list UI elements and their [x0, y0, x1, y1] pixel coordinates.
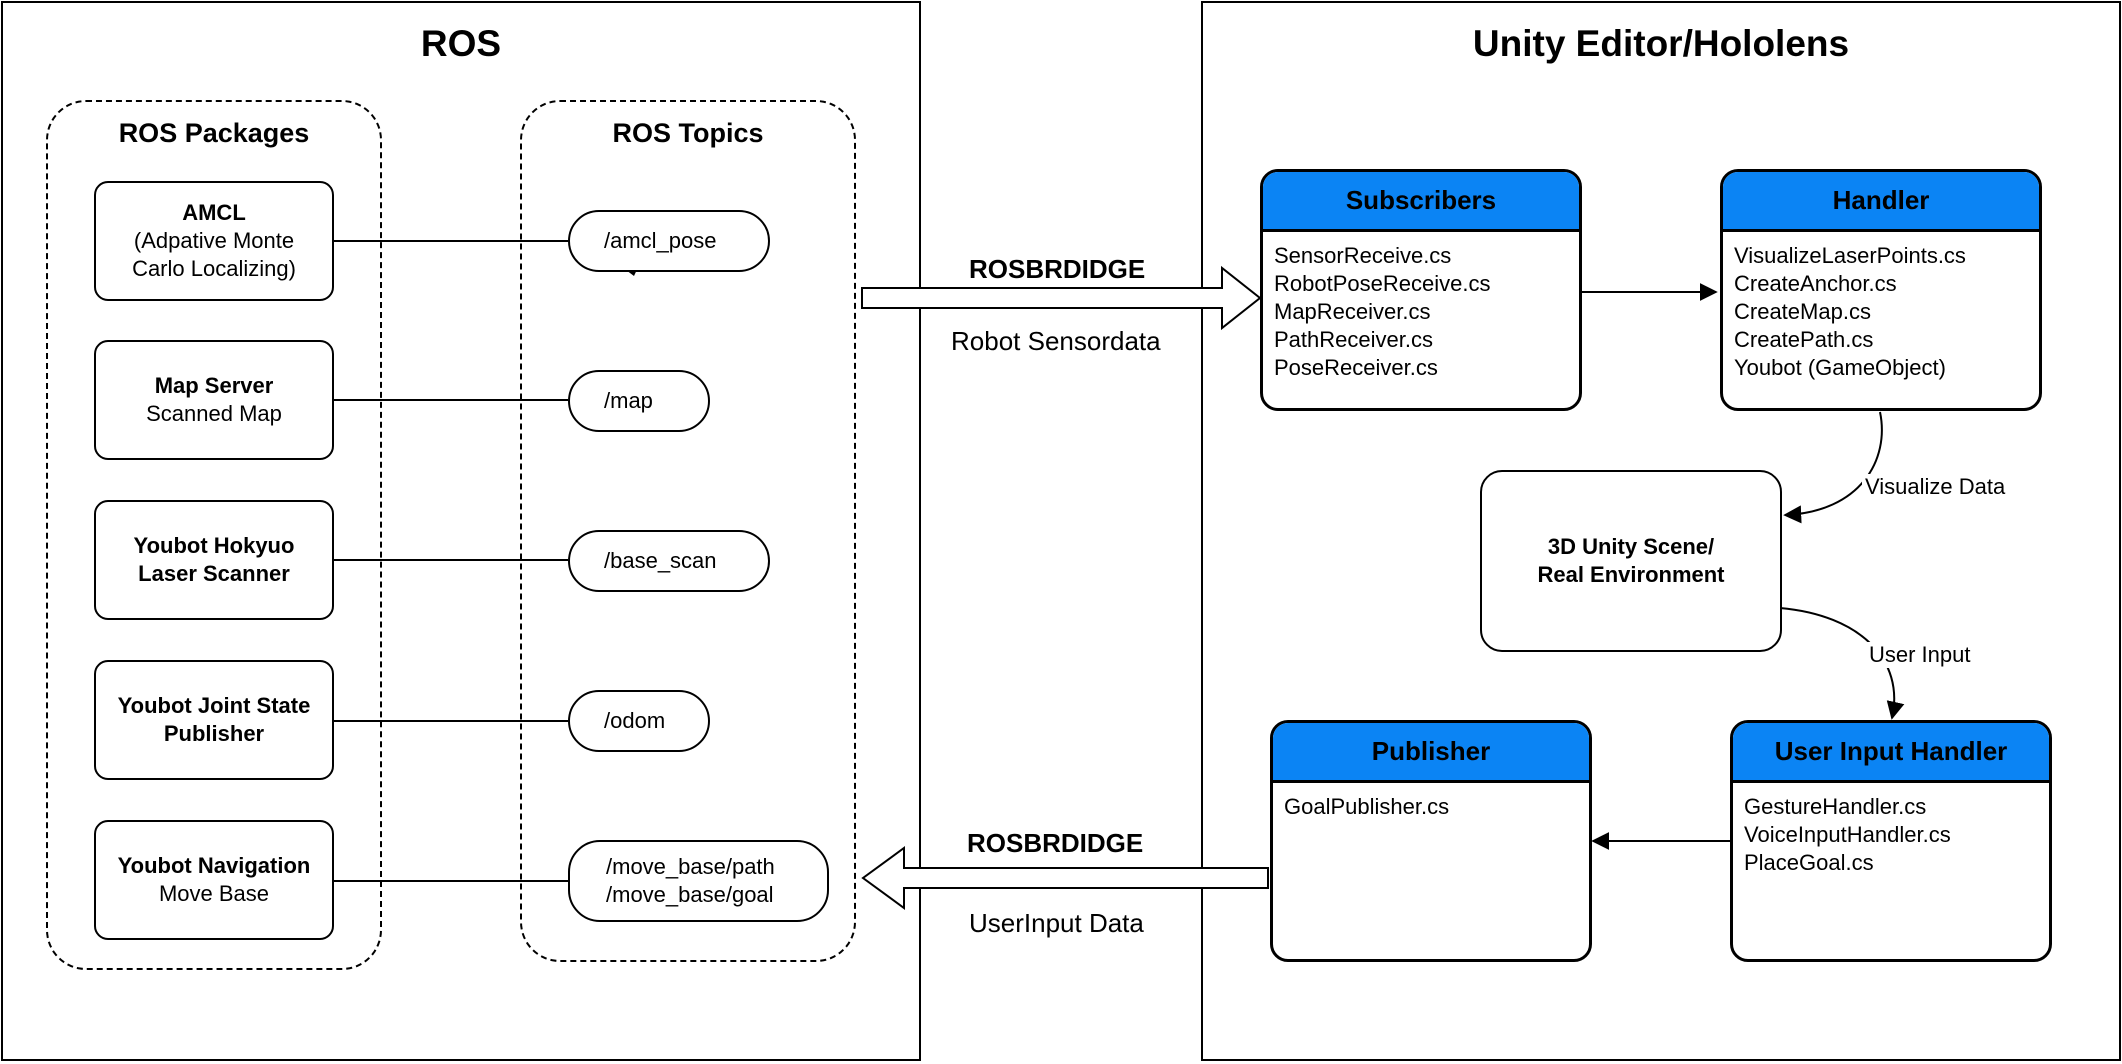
package-joint-state: Youbot Joint State Publisher — [94, 660, 334, 780]
package-laser-scanner-name: Youbot Hokyuo — [133, 533, 295, 558]
edge-label-user-input: User Input — [1866, 642, 1974, 668]
package-navigation-name: Youbot Navigation — [117, 853, 311, 878]
package-map-server-desc: Scanned Map — [146, 401, 282, 426]
bridge-bottom-arrow — [861, 846, 1269, 910]
bridge-top-arrow — [861, 265, 1262, 331]
ros-panel-title: ROS — [420, 23, 502, 64]
subscribers-card: Subscribers SensorReceive.cs RobotPoseRe… — [1260, 169, 1582, 411]
publisher-item: GoalPublisher.cs — [1284, 794, 1450, 819]
package-amcl-desc: (Adpative Monte — [133, 228, 295, 253]
edge-label-visualize: Visualize Data — [1862, 474, 2009, 500]
handler-item: VisualizeLaserPoints.cs — [1734, 243, 1966, 268]
subscriber-item: PathReceiver.cs — [1274, 327, 1433, 352]
user-input-handler-card: User Input Handler GestureHandler.cs Voi… — [1730, 720, 2052, 962]
unity-panel-title: Unity Editor/Hololens — [1472, 23, 1850, 64]
user-input-handler-item: PlaceGoal.cs — [1744, 850, 1874, 875]
topic-odom-label: /odom — [604, 708, 666, 733]
package-amcl-name: AMCL — [182, 200, 246, 225]
subscribers-body: SensorReceive.cs RobotPoseReceive.cs Map… — [1263, 232, 1579, 392]
topic-amcl-pose: /amcl_pose — [568, 210, 770, 272]
topic-amcl-pose-label: /amcl_pose — [604, 228, 717, 253]
ros-packages-title: ROS Packages — [118, 118, 310, 148]
topic-odom: /odom — [568, 690, 710, 752]
topic-base-scan: /base_scan — [568, 530, 770, 592]
publisher-card: Publisher GoalPublisher.cs — [1270, 720, 1592, 962]
ros-packages-group: ROS Packages — [46, 100, 382, 970]
package-laser-scanner-name2: Laser Scanner — [138, 561, 290, 586]
bridge-top-title: ROSBRDIDGE — [969, 254, 1146, 284]
subscriber-item: RobotPoseReceive.cs — [1274, 271, 1491, 296]
handler-card: Handler VisualizeLaserPoints.cs CreateAn… — [1720, 169, 2042, 411]
user-input-handler-title: User Input Handler — [1733, 723, 2049, 783]
package-joint-state-name: Youbot Joint State — [117, 693, 311, 718]
unity-scene-box: 3D Unity Scene/ Real Environment — [1480, 470, 1782, 652]
bridge-bottom-subtitle: UserInput Data — [969, 908, 1144, 938]
package-joint-state-name2: Publisher — [163, 721, 265, 746]
bridge-top-subtitle: Robot Sensordata — [951, 326, 1161, 356]
package-laser-scanner: Youbot Hokyuo Laser Scanner — [94, 500, 334, 620]
handler-body: VisualizeLaserPoints.cs CreateAnchor.cs … — [1723, 232, 2039, 392]
package-map-server-name: Map Server — [154, 373, 274, 398]
topic-map-label: /map — [604, 388, 653, 413]
topic-base-scan-label: /base_scan — [604, 548, 717, 573]
handler-title: Handler — [1723, 172, 2039, 232]
scene-line1: 3D Unity Scene/ — [1547, 534, 1715, 559]
package-navigation: Youbot Navigation Move Base — [94, 820, 334, 940]
bridge-bottom-title: ROSBRDIDGE — [967, 828, 1144, 858]
user-input-handler-item: VoiceInputHandler.cs — [1744, 822, 1951, 847]
subscriber-item: MapReceiver.cs — [1274, 299, 1431, 324]
ros-topics-group: ROS Topics — [520, 100, 856, 962]
scene-line2: Real Environment — [1537, 562, 1725, 587]
package-amcl: AMCL (Adpative Monte Carlo Localizing) — [94, 181, 334, 301]
subscribers-title: Subscribers — [1263, 172, 1579, 232]
topic-map: /map — [568, 370, 710, 432]
handler-item: CreateMap.cs — [1734, 299, 1871, 324]
user-input-handler-body: GestureHandler.cs VoiceInputHandler.cs P… — [1733, 783, 2049, 887]
package-navigation-desc: Move Base — [158, 881, 270, 906]
handler-item: CreatePath.cs — [1734, 327, 1874, 352]
publisher-title: Publisher — [1273, 723, 1589, 783]
package-amcl-desc2: Carlo Localizing) — [132, 256, 296, 281]
subscriber-item: PoseReceiver.cs — [1274, 355, 1438, 380]
ros-topics-title: ROS Topics — [612, 118, 764, 148]
topic-move-base: /move_base/path /move_base/goal — [568, 840, 829, 922]
handler-item: CreateAnchor.cs — [1734, 271, 1897, 296]
topic-move-base-path: /move_base/path — [606, 854, 775, 879]
user-input-handler-item: GestureHandler.cs — [1744, 794, 1927, 819]
subscriber-item: SensorReceive.cs — [1274, 243, 1452, 268]
package-map-server: Map Server Scanned Map — [94, 340, 334, 460]
handler-item: Youbot (GameObject) — [1734, 355, 1946, 380]
topic-move-base-goal: /move_base/goal — [606, 882, 774, 907]
publisher-body: GoalPublisher.cs — [1273, 783, 1589, 831]
